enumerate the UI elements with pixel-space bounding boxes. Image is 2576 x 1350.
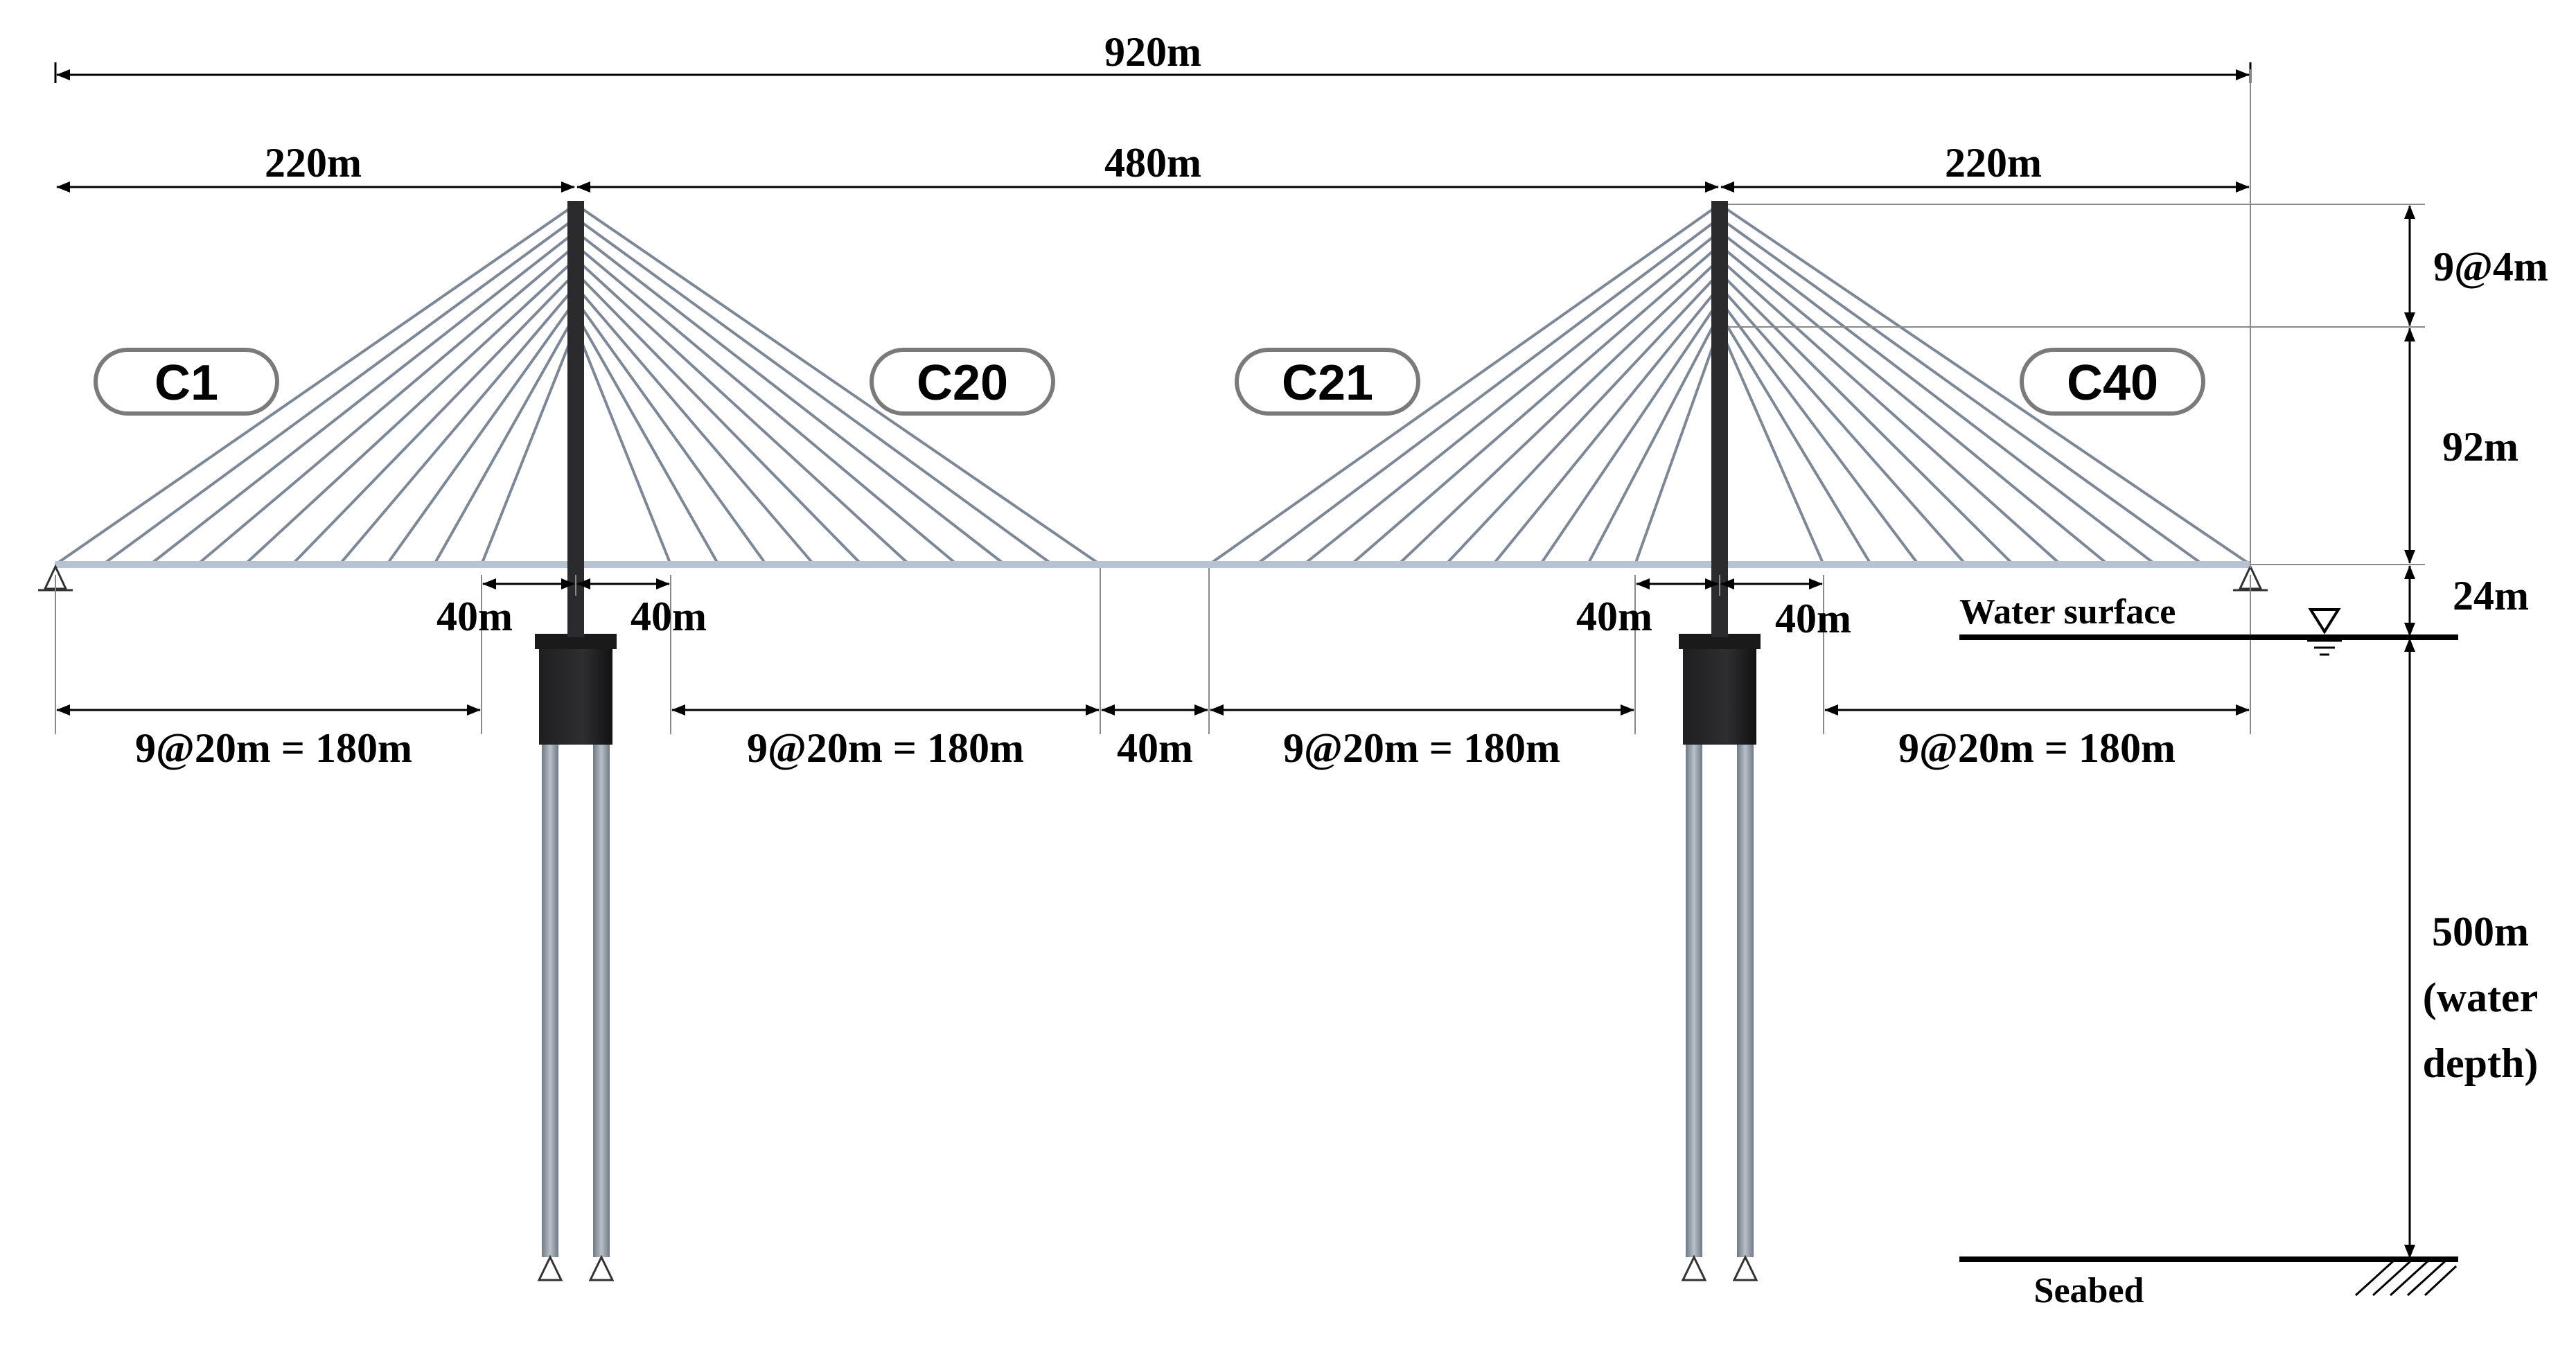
stay-cable	[574, 217, 1054, 566]
stay-cable	[1718, 217, 2204, 566]
stay-cable	[338, 285, 577, 566]
cable-label-c21: C21	[1235, 348, 1420, 416]
stay-cable	[574, 285, 815, 566]
stay-cable	[574, 299, 768, 566]
stay-cable	[1303, 230, 1721, 566]
extension-lines	[54, 62, 2425, 734]
stay-cable	[1718, 299, 1920, 566]
dim-left-side-span: 220m	[265, 140, 362, 186]
dim-right-anchor-spacing: 9@20m = 180m	[1898, 725, 2176, 771]
stay-cable	[1397, 258, 1721, 566]
stay-cable	[1718, 203, 2252, 566]
right-pylon-cable-fan	[1208, 203, 2252, 566]
stay-cable	[1492, 285, 1721, 566]
stay-cable	[1718, 258, 2062, 566]
stay-cable	[1586, 312, 1721, 565]
seabed-label: Seabed	[2034, 1271, 2144, 1311]
cable-label-c20: C20	[870, 348, 1055, 416]
dim-total: 920m	[1104, 29, 1201, 75]
stay-cable	[1634, 326, 1721, 565]
right-pile-cap-top	[1679, 634, 1761, 649]
dim-water-depth: 500m	[2432, 909, 2529, 954]
stay-cable	[54, 203, 577, 566]
stay-cable	[243, 258, 577, 566]
svg-text:C1: C1	[155, 355, 218, 411]
dim-right-tower-offset-outer: 40m	[1775, 596, 1851, 641]
stay-cable	[102, 217, 577, 566]
bottom-dimension-lines	[56, 578, 2250, 716]
stay-cable	[1255, 217, 1721, 566]
dim-main-span: 480m	[1104, 140, 1201, 186]
seabed-hatch	[2354, 1259, 2458, 1297]
cable-label-c1: C1	[94, 348, 279, 416]
stay-cable	[574, 203, 1102, 566]
stay-cable	[385, 299, 577, 566]
stay-cable	[574, 258, 910, 566]
left-pile-cap-top	[535, 634, 617, 649]
dim-center-inner-left: 9@20m = 180m	[747, 725, 1024, 771]
stay-cable	[480, 326, 577, 565]
stay-cable	[1718, 244, 2109, 566]
stay-cable	[574, 312, 720, 565]
stay-cable	[574, 230, 1006, 566]
top-dimension-lines	[56, 69, 2250, 193]
stay-cable	[574, 244, 958, 566]
dim-water-depth-note-1: (water	[2423, 975, 2539, 1020]
cable-label-c40: C40	[2020, 348, 2205, 416]
left-pile-group	[542, 745, 610, 1257]
stay-cable	[1539, 299, 1721, 566]
left-pylon-cable-fan	[54, 203, 1102, 566]
dim-deck-clearance: 24m	[2453, 573, 2529, 619]
left-pylon	[567, 201, 584, 637]
pile-base-supports	[537, 1254, 1758, 1281]
right-pile-group	[1686, 745, 1754, 1257]
stay-cable	[291, 272, 577, 566]
stay-cable	[1718, 312, 1873, 566]
water-level-icon	[2307, 608, 2342, 656]
dim-left-tower-offset-outer: 40m	[436, 594, 513, 639]
stay-cable	[432, 312, 577, 565]
svg-text:C21: C21	[1282, 355, 1373, 411]
dim-cable-anchor-height: 9@4m	[2433, 244, 2548, 290]
stay-cable	[1718, 285, 1967, 566]
left-pile-cap	[539, 634, 612, 745]
dim-left-tower-offset-inner: 40m	[630, 594, 707, 639]
dim-center-inner-right: 9@20m = 180m	[1283, 725, 1560, 771]
svg-text:C20: C20	[917, 355, 1008, 411]
stay-cable	[196, 244, 577, 566]
stay-cable	[574, 272, 863, 566]
water-surface-label: Water surface	[1959, 592, 2176, 632]
right-pile-cap	[1683, 634, 1756, 745]
svg-text:C40: C40	[2067, 355, 2158, 411]
dim-right-side-span: 220m	[1945, 140, 2042, 186]
stay-cable	[1718, 272, 2015, 566]
dim-center-gap: 40m	[1117, 725, 1193, 771]
dim-right-tower-offset-inner: 40m	[1576, 594, 1652, 639]
stay-cable	[1445, 272, 1721, 566]
stay-cable	[1718, 326, 1825, 565]
stay-cable	[574, 326, 672, 565]
right-pylon	[1711, 201, 1728, 637]
stay-cable	[1208, 203, 1721, 566]
stay-cable	[1718, 230, 2157, 566]
dim-tower-height: 92m	[2442, 424, 2518, 470]
stay-cable	[149, 230, 577, 566]
dim-left-anchor-spacing: 9@20m = 180m	[135, 725, 412, 771]
stay-cable	[1350, 244, 1721, 566]
dim-water-depth-note-2: depth)	[2423, 1040, 2539, 1086]
